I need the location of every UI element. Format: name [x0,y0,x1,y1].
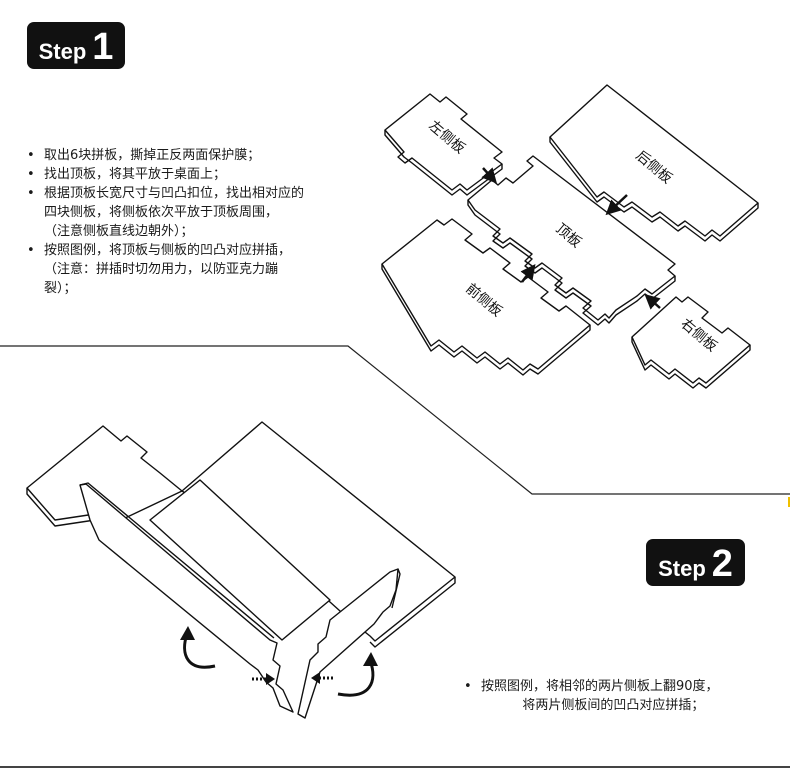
push-arrow-left [252,673,275,685]
step-1-badge: Step 1 [27,22,125,69]
step-1-instruction-2: 找出顶板，将其平放于桌面上； [25,165,304,184]
front-side-panel [381,218,591,376]
push-arrow-right [311,672,333,684]
arrow-front-to-top [520,264,536,283]
fold-arrow-right [337,652,378,697]
arrow-back-to-top [605,194,628,216]
step-1-instruction-3: 根据顶板长宽尺寸与凹凸扣位，找出相对应的 四块侧板，将侧板依次平放于顶板周围， … [25,184,304,241]
fold-arrow-left [180,626,216,669]
step-1-instruction-4: 按照图例，将顶板与侧板的凹凸对应拼插， （注意：拼插时切勿用力，以防亚克力蹦 裂… [25,241,304,298]
arrow-left-to-top [481,167,498,184]
step-2-instructions: 按照图例，将相邻的两片侧板上翻90度， 将两片侧板间的凹凸对应拼插； [462,677,719,715]
raised-right-panel [297,568,401,719]
step-2-instruction-1: 按照图例，将相邻的两片侧板上翻90度， 将两片侧板间的凹凸对应拼插； [462,677,719,715]
section-divider [0,345,790,495]
top-panel [467,155,676,326]
edge-mark [788,497,790,507]
step-1-instructions: 取出6块拼板，撕掉正反两面保护膜； 找出顶板，将其平放于桌面上； 根据顶板长宽尺… [25,146,304,298]
raised-left-panel [79,482,294,713]
right-side-panel [631,296,751,389]
step-2-word: Step [658,556,706,581]
step-2-number: 2 [711,543,733,585]
step-1-number: 1 [92,26,114,68]
step-1-instruction-1: 取出6块拼板，撕掉正反两面保护膜； [25,146,304,165]
flat-top-panel [149,479,331,641]
back-side-panel [549,84,759,242]
step-2-badge: Step 2 [646,539,745,586]
step-1-word: Step [38,39,87,64]
arrow-right-to-top [644,293,661,310]
